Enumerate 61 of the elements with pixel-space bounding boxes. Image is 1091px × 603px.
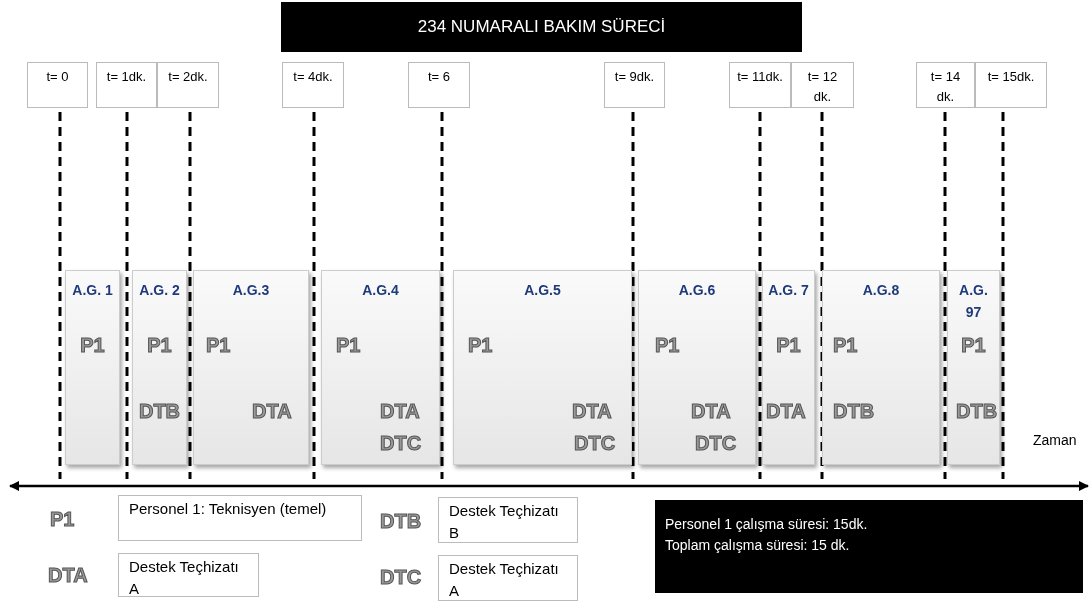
activity-title: A.G.4 <box>361 281 400 300</box>
legend-description: Destek Teçhizatı B <box>438 497 578 543</box>
resource-code: P1 <box>775 333 802 357</box>
activity-title: A.G.3 <box>231 281 271 300</box>
summary-panel <box>655 500 1083 593</box>
activity-title: A.G. 7 <box>767 281 810 300</box>
resource-code: DTA <box>572 399 612 423</box>
activity-block <box>453 270 632 465</box>
resource-code: P1 <box>833 333 858 357</box>
activity-title: A.G.6 <box>677 281 717 300</box>
resource-code: DTA <box>691 399 731 423</box>
summary-line: Toplam çalışma süresi: 15 dk. <box>665 536 851 555</box>
activity-block <box>65 270 120 465</box>
resource-code: DTB <box>137 399 182 423</box>
summary-line: Personel 1 çalışma süresi: 15dk. <box>665 515 869 534</box>
resource-code: P1 <box>146 333 173 357</box>
resource-code: DTC <box>695 431 737 455</box>
time-box: t= 1dk. <box>96 62 157 108</box>
time-box: t= 9dk. <box>604 62 665 108</box>
resource-code: DTA <box>252 399 292 423</box>
activity-title: A.G. 2 <box>138 281 181 300</box>
resource-code: P1 <box>206 333 231 357</box>
resource-code: P1 <box>960 333 987 357</box>
time-box: t= 2dk. <box>157 62 219 108</box>
legend-description: Destek Teçhizatı A <box>118 553 259 597</box>
time-box: t= 14 dk. <box>916 62 975 108</box>
resource-code: P1 <box>336 333 361 357</box>
legend-description: Destek Teçhizatı A <box>438 555 578 601</box>
activity-block <box>638 270 756 465</box>
activity-title: A.G. 97 <box>958 281 989 322</box>
time-box: t= 4dk. <box>282 62 344 108</box>
resource-code: DTB <box>833 399 875 423</box>
resource-code: DTA <box>766 399 806 423</box>
legend-description: Personel 1: Teknisyen (temel) <box>118 495 362 541</box>
resource-code: P1 <box>655 333 680 357</box>
activity-block <box>193 270 309 465</box>
activity-block <box>321 270 440 465</box>
resource-code: DTC <box>380 565 422 589</box>
resource-code: P1 <box>468 333 493 357</box>
activity-block <box>947 270 1000 465</box>
resource-code: DTB <box>956 399 998 423</box>
time-box: t= 11dk. <box>729 62 791 108</box>
title-banner: 234 NUMARALI BAKIM SÜRECİ <box>281 2 802 52</box>
resource-code: DTA <box>48 563 88 587</box>
activity-title: A.G. 1 <box>71 281 114 300</box>
activity-title: A.G.8 <box>861 281 901 300</box>
time-box: t= 15dk. <box>975 62 1047 108</box>
resource-code: P1 <box>50 507 75 531</box>
time-box: t= 12 dk. <box>791 62 854 108</box>
activity-title: A.G.5 <box>523 281 562 300</box>
resource-code: DTC <box>574 431 616 455</box>
resource-code: DTC <box>380 431 422 455</box>
activity-block <box>762 270 815 465</box>
resource-code: DTA <box>380 399 420 423</box>
activity-block <box>822 270 940 465</box>
resource-code: DTB <box>380 509 422 533</box>
activity-block <box>132 270 187 465</box>
axis-label: Zaman <box>1033 432 1077 448</box>
time-box: t= 6 <box>408 62 470 108</box>
time-box: t= 0 <box>27 62 88 108</box>
resource-code: P1 <box>79 333 106 357</box>
